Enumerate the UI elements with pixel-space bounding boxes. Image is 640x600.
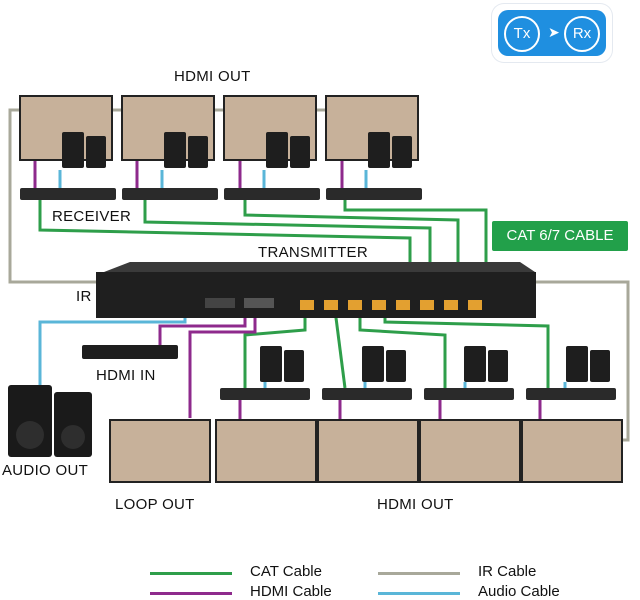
receiver-label: RECEIVER	[52, 208, 132, 225]
tx-rx-badge: Tx ➤ Rx	[492, 4, 612, 62]
tv-loop	[109, 419, 211, 483]
cat-cable-box: CAT 6/7 CABLE	[492, 221, 628, 251]
hdmi-in	[158, 318, 247, 345]
transmitter-body	[96, 272, 536, 318]
cat-cable-3	[243, 198, 460, 268]
transmitter-hdmi-ports	[244, 298, 274, 308]
arrow-right-icon: ➤	[548, 24, 560, 40]
cat-cable-1	[38, 198, 412, 268]
receiver-1	[20, 188, 116, 200]
bottom-speakers	[260, 346, 610, 382]
audio-bottom	[263, 382, 567, 390]
bottom-receivers	[220, 388, 616, 400]
tv-bot-4	[521, 419, 623, 483]
transmitter-top	[104, 262, 535, 272]
legend-swatch-ir	[378, 572, 460, 575]
ir-cable	[8, 108, 96, 284]
speaker-top-4b	[392, 136, 412, 168]
speaker-top-2b	[188, 136, 208, 168]
speaker-top-1	[62, 132, 84, 168]
transmitter-unit	[96, 262, 536, 318]
hdmi-out-top-label: HDMI OUT	[174, 68, 251, 85]
receiver-4	[326, 188, 422, 200]
legend-label-cat: CAT Cable	[250, 563, 322, 580]
tv-bot-2	[317, 419, 419, 483]
cables	[8, 108, 630, 442]
tx-rx-badge-fill: Tx ➤ Rx	[498, 10, 606, 56]
top-speakers	[62, 132, 412, 168]
cat-cable-7	[358, 310, 447, 388]
rj45-ports	[300, 300, 482, 310]
legend-label-hdmi: HDMI Cable	[250, 583, 332, 600]
cat-cable-4	[343, 198, 488, 268]
speaker-top-1b	[86, 136, 106, 168]
loop-out-label: LOOP OUT	[115, 496, 195, 513]
bottom-tvs	[109, 419, 623, 483]
top-receivers	[20, 188, 422, 200]
hdmi-loop	[188, 318, 257, 418]
transmitter-label: TRANSMITTER	[258, 244, 368, 261]
speaker-top-4	[368, 132, 390, 168]
audio-top	[58, 170, 368, 188]
tv-bot-1	[215, 419, 317, 483]
cat-cable-5	[243, 310, 307, 388]
legend-swatch-audio	[378, 592, 460, 595]
tx-label: Tx	[504, 16, 540, 52]
rx-label: Rx	[564, 16, 600, 52]
receiver-2	[122, 188, 218, 200]
audio-speakers	[8, 385, 92, 457]
ir-cable-right	[535, 280, 630, 442]
speaker-top-3	[266, 132, 288, 168]
hdmi-out-bottom-label: HDMI OUT	[377, 496, 454, 513]
legend-swatch-hdmi	[150, 592, 232, 595]
cat-cable-2	[143, 198, 432, 268]
tv-bot-3	[419, 419, 521, 483]
hdmi-in-label: HDMI IN	[96, 367, 156, 384]
speaker-top-3b	[290, 136, 310, 168]
speaker-top-2	[164, 132, 186, 168]
transmitter-terminal	[205, 298, 235, 308]
receiver-3	[224, 188, 320, 200]
cat-cable-6	[333, 309, 347, 389]
bluray-player	[82, 345, 178, 359]
legend-swatch-cat	[150, 572, 232, 575]
legend-label-ir: IR Cable	[478, 563, 537, 580]
audio-out-label: AUDIO OUT	[2, 462, 89, 479]
legend-label-audio: Audio Cable	[478, 583, 560, 600]
ir-label: IR	[76, 288, 92, 305]
